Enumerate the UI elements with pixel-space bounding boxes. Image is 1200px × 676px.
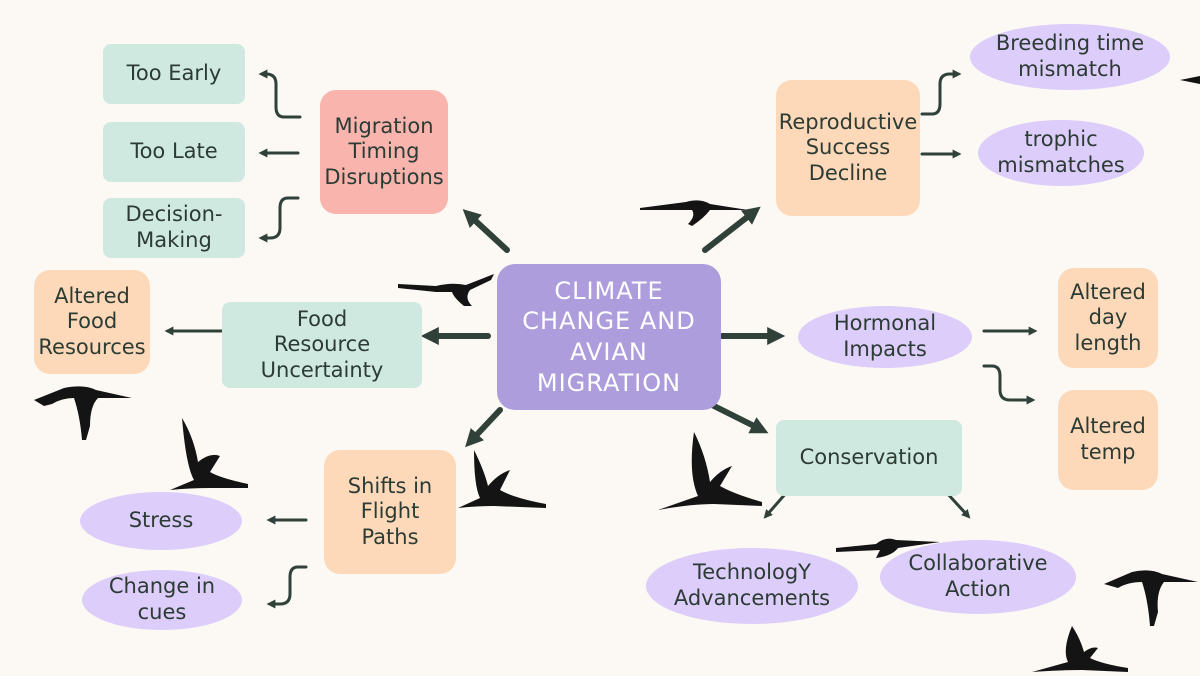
node-hormonal-label: Hormonal Impacts (833, 311, 937, 361)
crane-silhouette-3 (34, 386, 132, 440)
node-altered-temp: Altered temp (1058, 390, 1158, 490)
node-reproductive-success: Reproductive Success Decline (776, 80, 920, 216)
node-flight-paths-label: Shifts in Flight Paths (347, 473, 433, 549)
arrow-center-to-conservation (709, 402, 769, 434)
node-collaborative-label: Collaborative Action (908, 551, 1048, 601)
node-food-uncertainty-label: Food Resource Uncertainty (260, 306, 384, 382)
node-altered-food: Altered Food Resources (34, 270, 150, 374)
node-stress-label: Stress (128, 508, 194, 533)
node-breeding-time: Breeding time mismatch (970, 24, 1170, 90)
crane-silhouette-10 (1180, 76, 1200, 84)
node-trophic-label: trophic mismatches (997, 127, 1125, 177)
arrow-to-cues (266, 565, 308, 609)
node-cues: Change in cues (82, 570, 242, 630)
node-breeding-time-label: Breeding time mismatch (995, 31, 1145, 81)
crane-silhouette-4 (170, 418, 248, 490)
node-technology: TechnologY Advancements (646, 548, 858, 624)
node-decision-making-label: Decision- Making (125, 202, 223, 252)
node-conservation-label: Conservation (799, 445, 939, 470)
crane-silhouette-9 (1032, 626, 1128, 672)
node-migration-timing-label: Migration Timing Disruptions (324, 113, 444, 189)
arrow-center-to-migration-timing (462, 209, 510, 253)
crane-silhouette-1 (398, 274, 494, 306)
central-topic: CLIMATE CHANGE AND AVIAN MIGRATION (497, 264, 721, 410)
node-decision-making: Decision- Making (103, 198, 245, 258)
node-cues-label: Change in cues (108, 574, 216, 624)
node-altered-day: Altered day length (1058, 268, 1158, 368)
node-altered-food-label: Altered Food Resources (38, 283, 146, 359)
node-too-late-label: Too Late (130, 139, 218, 164)
node-stress: Stress (80, 492, 242, 550)
crane-silhouette-7 (836, 538, 940, 558)
node-too-early: Too Early (103, 44, 245, 104)
node-flight-paths: Shifts in Flight Paths (324, 450, 456, 574)
crane-silhouette-2 (640, 200, 748, 226)
node-collaborative: Collaborative Action (880, 540, 1076, 614)
node-too-early-label: Too Early (126, 61, 222, 86)
arrow-to-decision-making (258, 196, 300, 243)
crane-silhouette-8 (1104, 570, 1198, 626)
crane-silhouette-6 (658, 432, 762, 510)
node-reproductive-success-label: Reproductive Success Decline (778, 109, 918, 185)
arrow-to-breeding-time (920, 69, 962, 116)
node-altered-day-label: Altered day length (1070, 279, 1146, 355)
node-conservation: Conservation (776, 420, 962, 496)
node-food-uncertainty: Food Resource Uncertainty (222, 302, 422, 388)
node-altered-temp-label: Altered temp (1070, 414, 1146, 464)
arrow-to-too-early (258, 69, 302, 119)
crane-silhouette-5 (458, 450, 546, 508)
node-migration-timing: Migration Timing Disruptions (320, 90, 448, 214)
node-hormonal: Hormonal Impacts (798, 306, 972, 368)
node-too-late: Too Late (103, 122, 245, 182)
node-technology-label: TechnologY Advancements (673, 560, 831, 610)
arrow-to-altered-temp (982, 364, 1036, 405)
arrow-center-to-flight-paths (465, 407, 503, 448)
node-trophic: trophic mismatches (978, 120, 1144, 186)
central-topic-label: CLIMATE CHANGE AND AVIAN MIGRATION (522, 276, 696, 397)
